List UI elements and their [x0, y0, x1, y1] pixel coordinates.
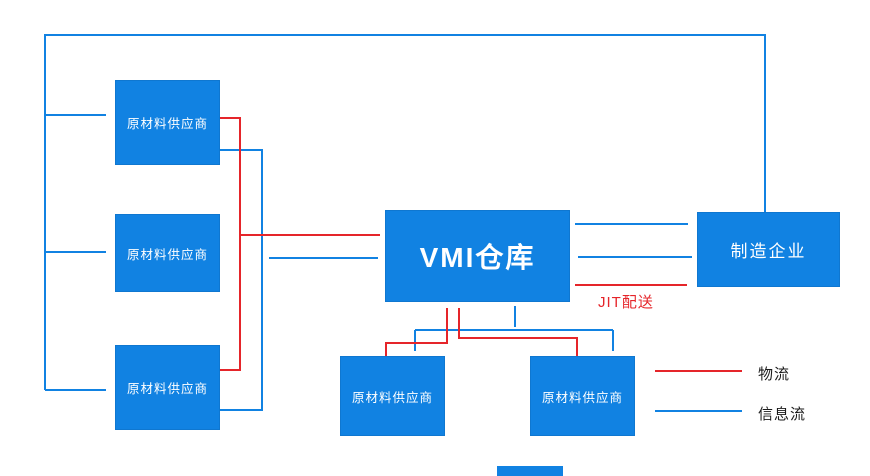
node-supplier-bottom-1: 原材料供应商: [340, 356, 445, 436]
node-supplier-bottom-2: 原材料供应商: [530, 356, 635, 436]
node-vmi-warehouse: VMI仓库: [385, 210, 570, 302]
node-supplier-bottom-2-label: 原材料供应商: [541, 390, 623, 405]
node-vmi-warehouse-label: VMI仓库: [419, 242, 536, 273]
node-supplier-left-1: 原材料供应商: [115, 80, 220, 165]
node-manufacturer-label: 制造企业: [730, 242, 807, 261]
node-supplier-left-2-label: 原材料供应商: [126, 247, 208, 262]
node-supplier-left-3: 原材料供应商: [115, 345, 220, 430]
legend-logistics-label: 物流: [758, 366, 791, 383]
node-supplier-left-3-label: 原材料供应商: [126, 382, 208, 396]
node-manufacturer: 制造企业: [697, 212, 840, 287]
jit-delivery-label: JIT配送: [598, 294, 654, 311]
node-supplier-left-1-label: 原材料供应商: [126, 117, 208, 131]
legend-information-flow-label: 信息流: [758, 406, 807, 423]
node-supplier-left-2: 原材料供应商: [115, 214, 220, 292]
logistics-arrow-bottom-supplier-1-to-vmi: [385, 308, 448, 356]
logistics-arrow-bottom-supplier-2-to-vmi: [458, 308, 578, 356]
partial-box-bottom: [497, 466, 563, 476]
node-supplier-bottom-1-label: 原材料供应商: [351, 390, 433, 405]
info-flow-outer-loop: [44, 34, 766, 390]
logistics-bus-left-suppliers: [220, 117, 241, 371]
